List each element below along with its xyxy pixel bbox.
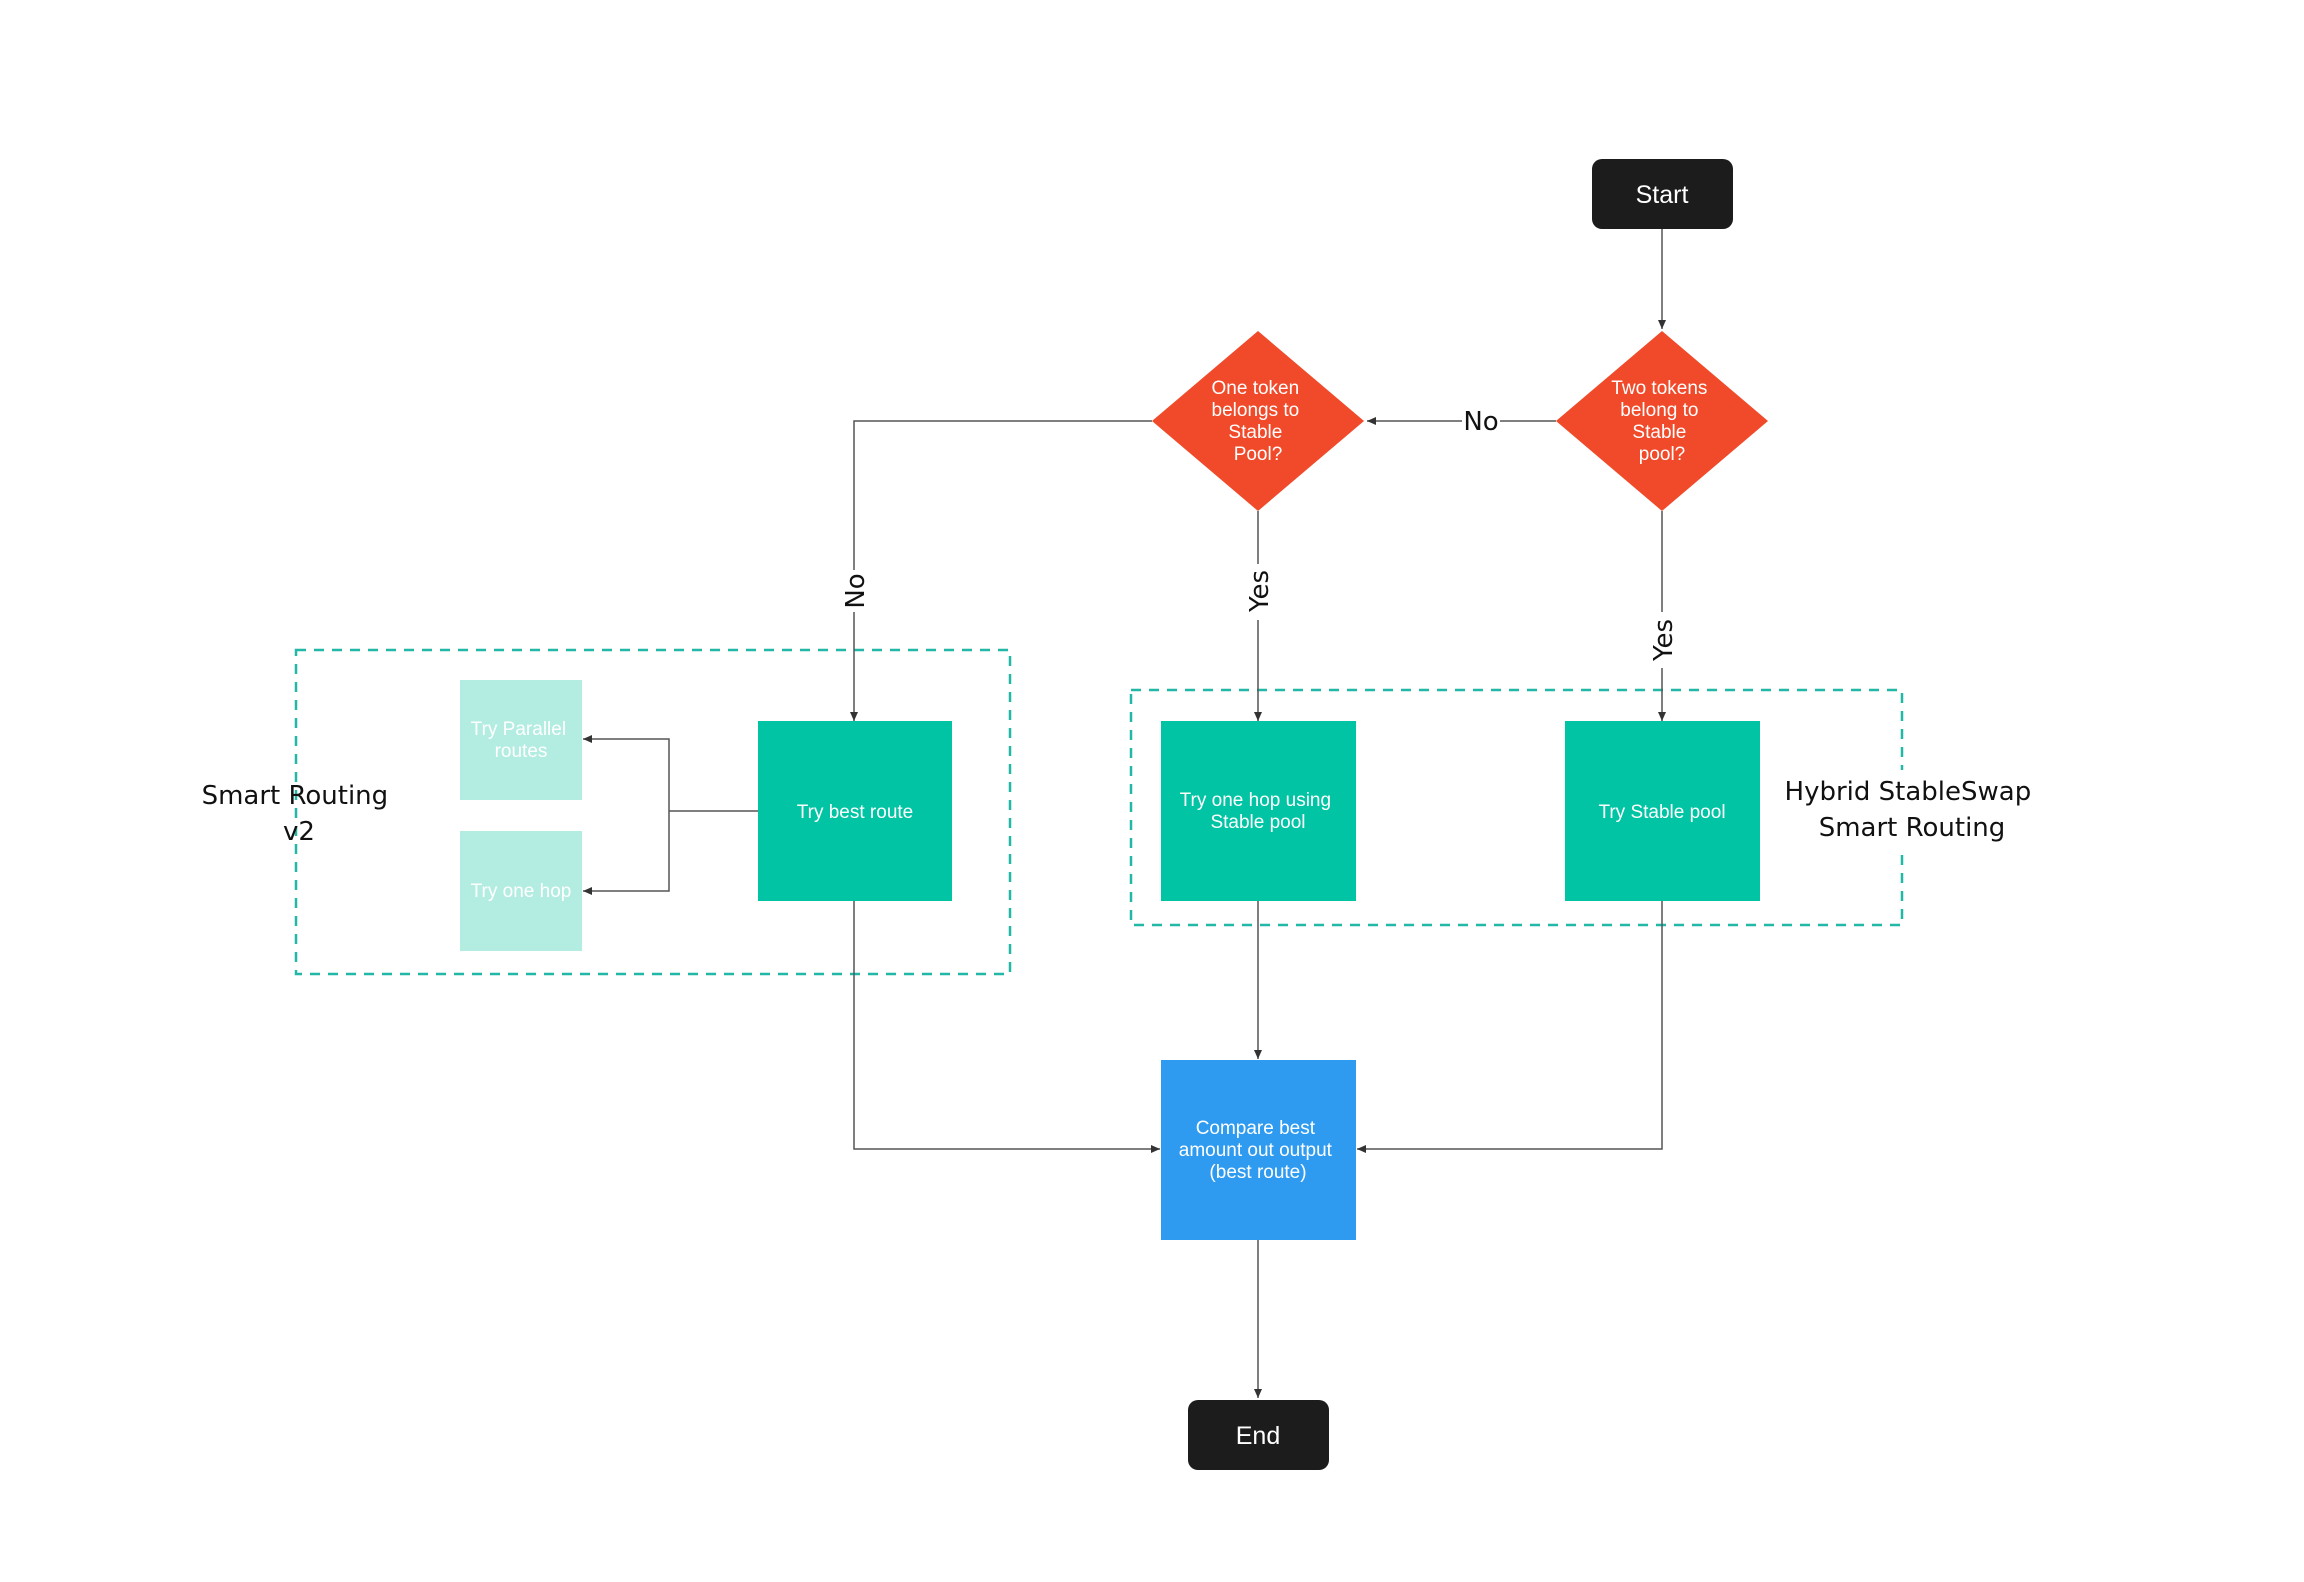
- edge-best-route-to-compare: [853, 901, 1160, 1153]
- decision-two-tokens-label: Two tokens belong to Stable pool?: [1611, 378, 1712, 465]
- try-one-hop-label: Try one hop: [471, 881, 572, 902]
- edges: [583, 228, 1666, 1398]
- svg-text:Smart Routing v2: Smart Routing v2: [202, 781, 397, 847]
- try-one-hop-stable-label: Try one hop using Stable pool: [1180, 790, 1337, 833]
- compare-best-output-label: Compare best amount out output (best rou…: [1179, 1118, 1337, 1183]
- label-one-token-no: No: [841, 573, 871, 608]
- start-node: Start: [1592, 159, 1733, 229]
- try-best-route-node: Try best route: [758, 721, 952, 901]
- try-stable-pool-label: Try Stable pool: [1598, 802, 1725, 823]
- hybrid-stableswap-label: Hybrid StableSwap Smart Routing: [1785, 770, 2040, 850]
- edge-stable-pool-to-compare: [1357, 901, 1663, 1153]
- try-best-route-label: Try best route: [797, 802, 914, 823]
- end-label: End: [1236, 1422, 1280, 1450]
- try-parallel-routes-label: Try Parallel routes: [471, 719, 572, 762]
- label-one-token-yes: Yes: [1245, 570, 1275, 613]
- try-parallel-routes-node: Try Parallel routes: [460, 680, 582, 800]
- end-node: End: [1188, 1400, 1329, 1470]
- label-two-tokens-yes: Yes: [1649, 619, 1679, 662]
- svg-text:Hybrid StableSwap Smart: Hybrid StableSwap Smart Routing: [1785, 777, 2040, 843]
- start-label: Start: [1636, 181, 1689, 209]
- decision-one-token-label: One token belongs to Stable Pool?: [1212, 378, 1305, 465]
- edge-to-try-one-hop: [583, 811, 670, 895]
- try-one-hop-node: Try one hop: [460, 831, 582, 951]
- decision-one-token: One token belongs to Stable Pool?: [1152, 331, 1364, 511]
- edge-labels: No No Yes Yes: [836, 400, 1682, 668]
- edge-one-token-no: [850, 420, 1152, 721]
- compare-best-output-node: Compare best amount out output (best rou…: [1161, 1060, 1356, 1240]
- smart-routing-v2-group: [294, 648, 1012, 976]
- label-two-tokens-no: No: [1463, 407, 1498, 437]
- try-stable-pool-node: Try Stable pool: [1565, 721, 1760, 901]
- try-one-hop-stable-node: Try one hop using Stable pool: [1161, 721, 1356, 901]
- edge-to-try-parallel: [583, 735, 670, 811]
- smart-routing-v2-label: Smart Routing v2: [202, 781, 397, 847]
- decision-two-tokens: Two tokens belong to Stable pool?: [1556, 331, 1768, 511]
